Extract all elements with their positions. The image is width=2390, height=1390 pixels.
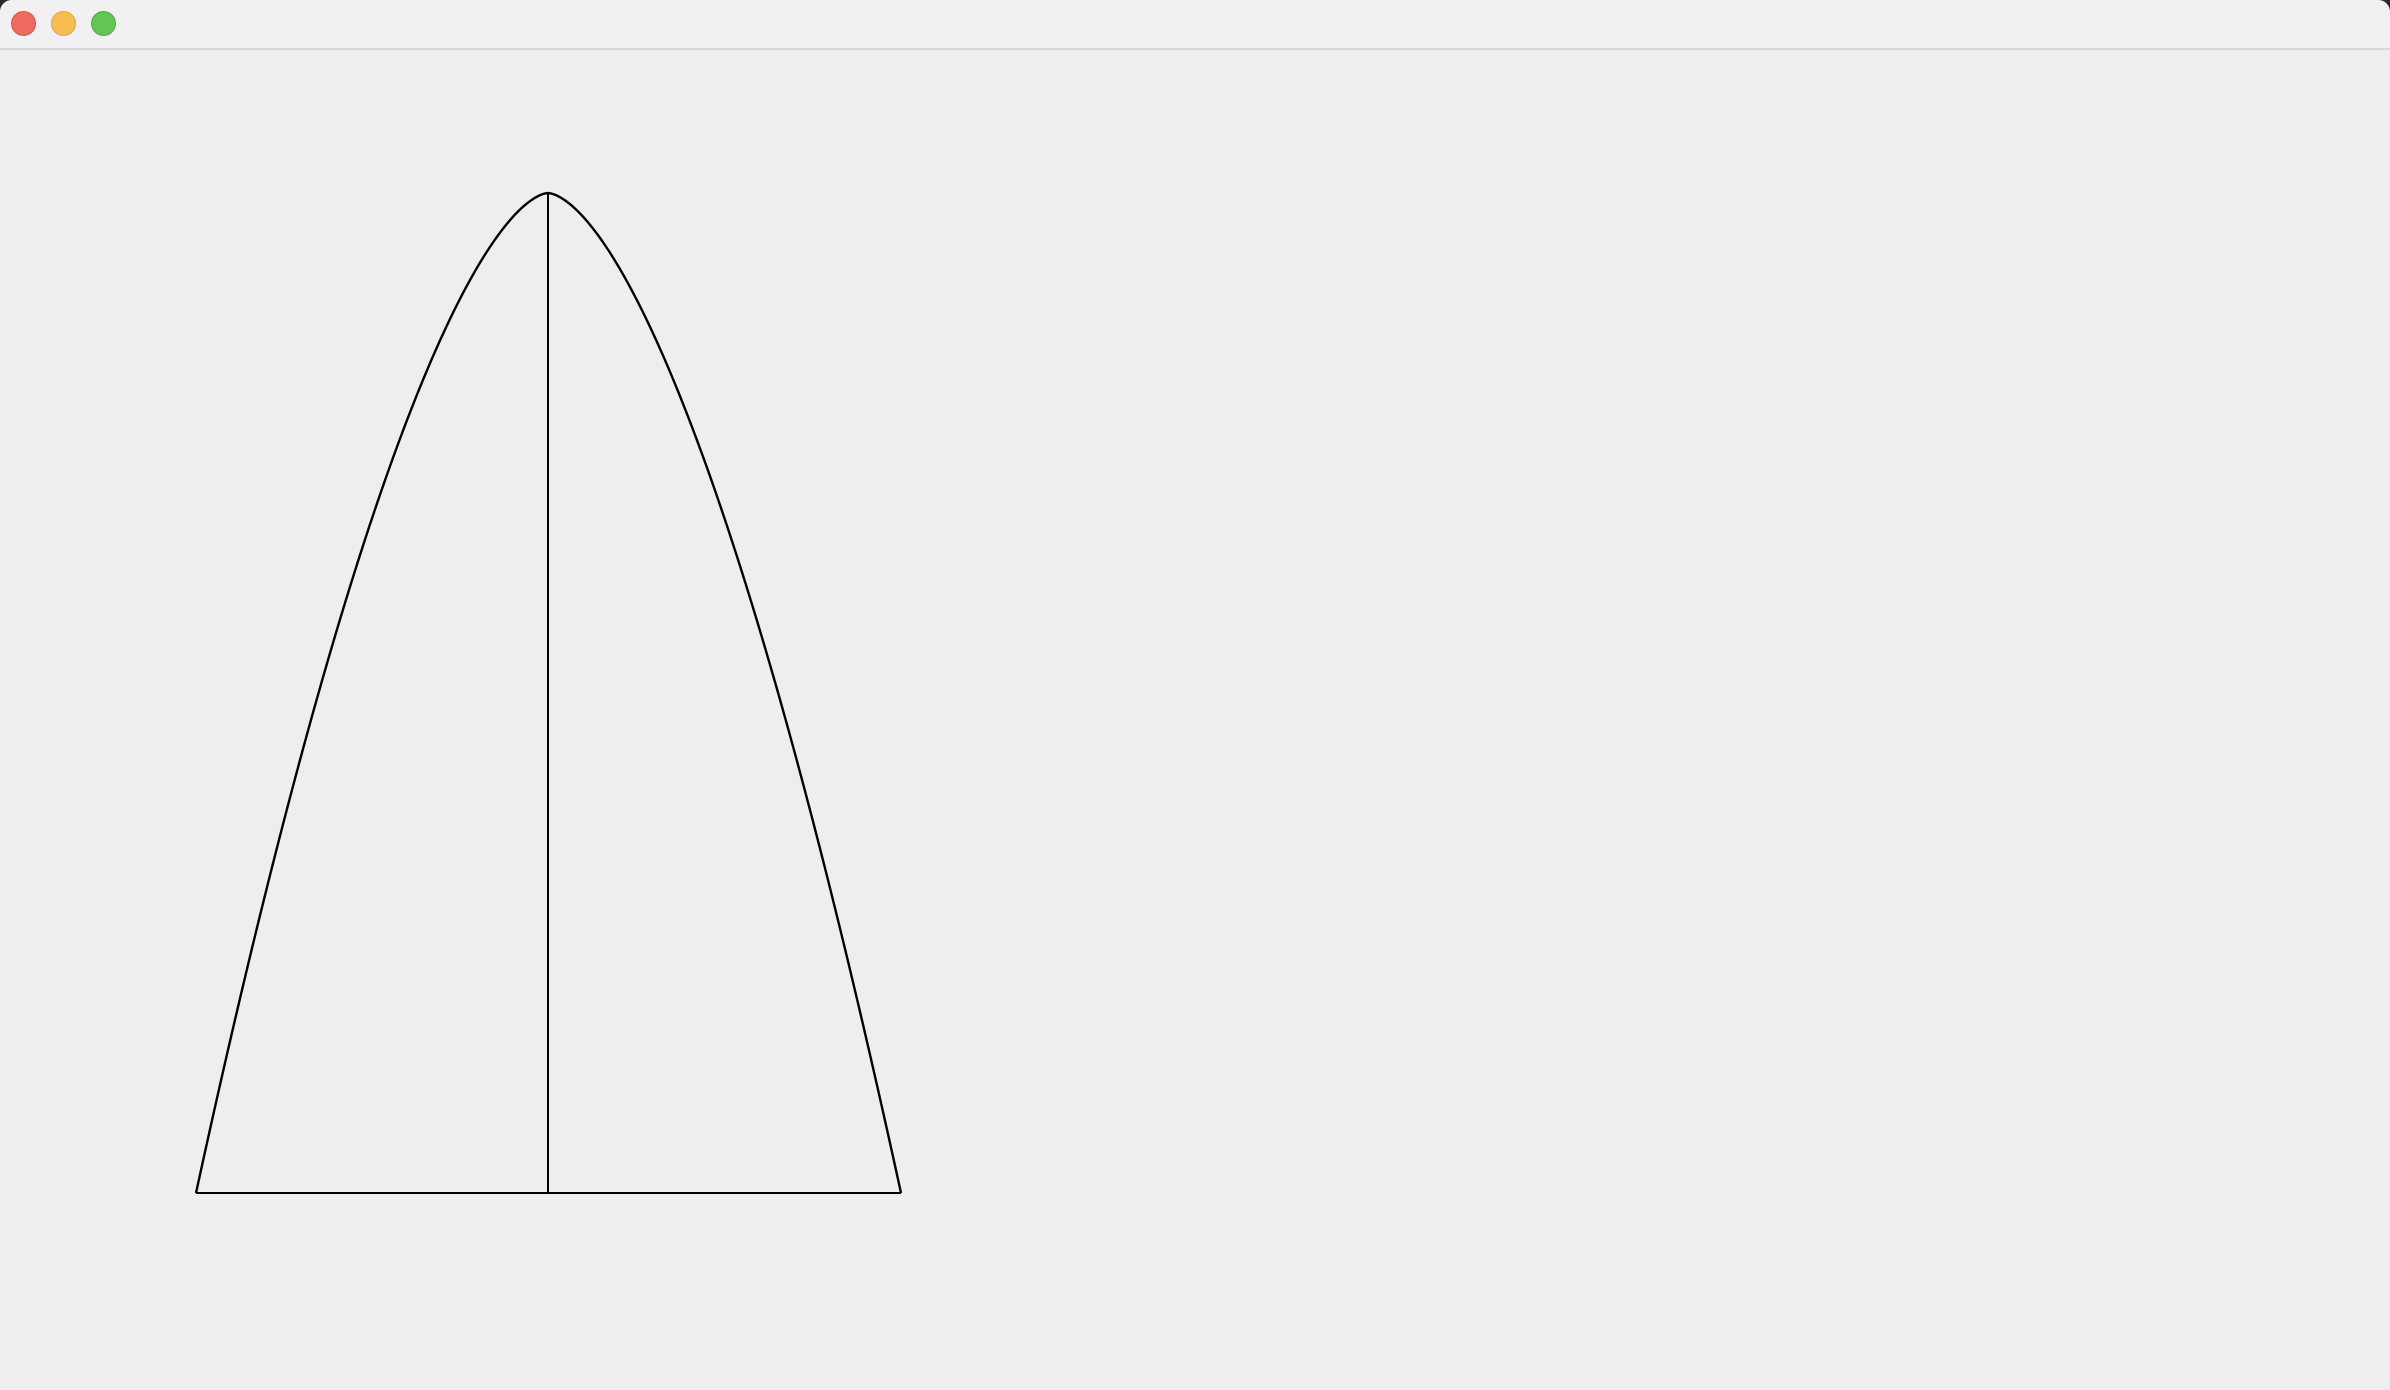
- zoom-button[interactable]: [91, 11, 116, 36]
- window-title: [0, 0, 2390, 50]
- title-bar[interactable]: [0, 0, 2390, 50]
- drawing-canvas: [194, 191, 903, 1194]
- minimize-button[interactable]: [51, 11, 76, 36]
- drawing-area: [0, 50, 2390, 1390]
- close-button[interactable]: [11, 11, 36, 36]
